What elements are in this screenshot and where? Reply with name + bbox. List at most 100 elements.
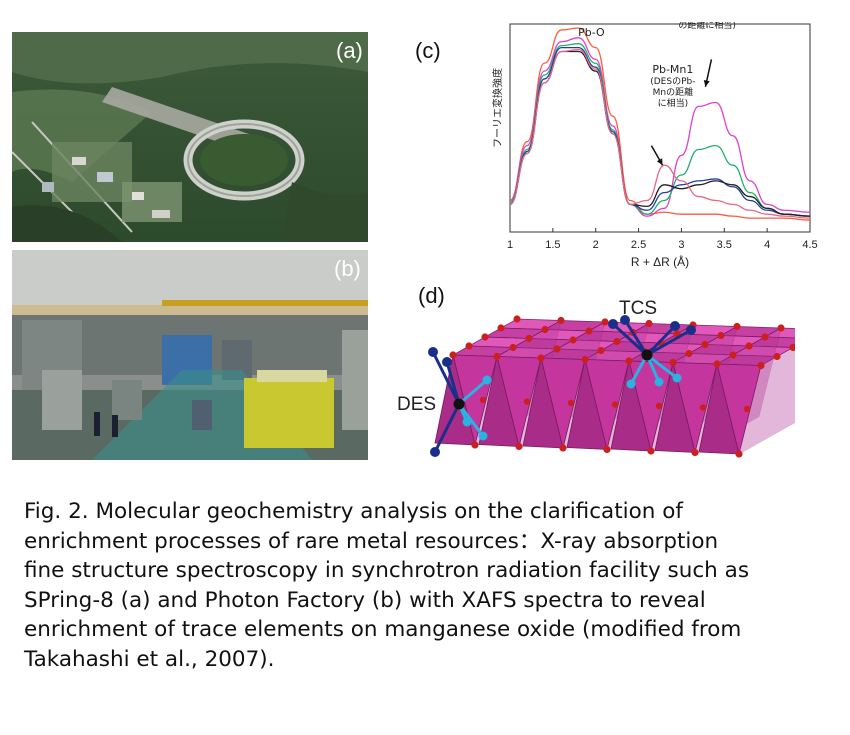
chart-annotations: Pb-OPb-Mn1(DESのPb-Mnの距離に相当)Pb-Mn2(TCSのPb… bbox=[578, 22, 736, 166]
oxygen-atom bbox=[581, 355, 589, 364]
octahedron-face bbox=[610, 360, 652, 452]
des-label: DES bbox=[397, 394, 436, 415]
caption-line: fine structure spectroscopy in synchrotr… bbox=[24, 558, 750, 583]
oxygen-atom bbox=[773, 352, 781, 361]
pb-bond bbox=[623, 319, 649, 356]
surface-oxygen-atom bbox=[672, 373, 682, 383]
pb-atom-tcs bbox=[641, 349, 653, 361]
water-oxygen-atom bbox=[670, 321, 680, 331]
oxygen-atom bbox=[733, 322, 741, 331]
oxygen-atom bbox=[745, 342, 753, 350]
water-oxygen-atom bbox=[428, 347, 438, 357]
pb-bond bbox=[433, 403, 461, 453]
pb-bonds bbox=[428, 315, 696, 457]
oxygen-atom bbox=[553, 345, 561, 353]
oxygen-atom bbox=[757, 361, 765, 370]
panel-label-d: (d) bbox=[418, 283, 445, 308]
oxygen-atom bbox=[597, 346, 605, 355]
caption-line: Takahashi et al., 2007). bbox=[24, 646, 275, 672]
oxygen-atom bbox=[541, 325, 549, 334]
oxygen-atom bbox=[645, 319, 653, 328]
pb-bond bbox=[646, 353, 678, 380]
oxygen-atom bbox=[761, 333, 769, 341]
oxygen-atom bbox=[685, 349, 693, 358]
pb-atom-des bbox=[453, 398, 465, 410]
water-oxygen-atom bbox=[620, 315, 630, 325]
octahedron-face bbox=[522, 357, 564, 449]
oxygen-atom bbox=[613, 337, 621, 346]
oxygen-atom bbox=[603, 445, 611, 454]
oxygen-atom bbox=[647, 447, 655, 455]
caption-line: SPring-8 (a) and Photon Factory (b) with… bbox=[24, 587, 706, 613]
oxygen-atom bbox=[557, 316, 565, 325]
annotation-text: Pb-O bbox=[578, 26, 605, 39]
water-oxygen-atom bbox=[686, 325, 696, 335]
x-tick-label: 2 bbox=[593, 239, 599, 251]
oxygen-atom bbox=[465, 342, 473, 350]
oxygen-atom bbox=[509, 343, 517, 352]
octahedron-face bbox=[738, 346, 795, 455]
oxygen-atom bbox=[691, 448, 699, 457]
oxygen-atom bbox=[625, 357, 633, 365]
surface-oxygen-atom bbox=[626, 379, 636, 389]
pb-bond bbox=[629, 354, 649, 385]
annotation-text: の距離に相当) bbox=[678, 22, 736, 31]
pb-bond bbox=[457, 403, 485, 437]
oxygen-atom bbox=[567, 399, 575, 407]
caption-line: Fig. 2. Molecular geochemistry analysis … bbox=[24, 499, 683, 524]
y-axis-label: フーリエ変換強度 bbox=[492, 68, 504, 148]
octahedron-face bbox=[654, 362, 696, 453]
x-tick-label: 3.5 bbox=[717, 239, 732, 251]
oxygen-atom bbox=[493, 352, 501, 361]
oxygen-atom bbox=[569, 336, 577, 344]
oxygen-atom bbox=[601, 318, 609, 326]
panel-label-a: (a) bbox=[336, 38, 363, 63]
annotation-arrowhead bbox=[656, 158, 663, 166]
series-line bbox=[509, 46, 811, 217]
oxygen-atom bbox=[701, 340, 709, 349]
tcs-label: TCS bbox=[619, 300, 657, 319]
octahedron-face bbox=[698, 363, 740, 455]
annotation-arrowhead bbox=[703, 79, 710, 87]
oxygen-atom bbox=[515, 442, 523, 451]
pb-bond bbox=[458, 378, 488, 406]
pb-bond bbox=[445, 361, 461, 405]
oxygen-atom bbox=[523, 398, 531, 405]
annotation-text: Mnの距離 bbox=[653, 86, 693, 98]
oxygen-atom bbox=[585, 327, 593, 335]
pb-bond bbox=[645, 324, 677, 357]
annotation-text: に相当) bbox=[658, 97, 689, 109]
oxygen-atom bbox=[669, 358, 677, 367]
oxygen-atom bbox=[735, 450, 743, 458]
photo-spring8-aerial bbox=[12, 32, 368, 242]
panel-label-b: (b) bbox=[334, 256, 361, 281]
oxygen-atom bbox=[655, 402, 663, 410]
oxygen-atom bbox=[525, 334, 533, 343]
x-tick-label: 4 bbox=[764, 239, 770, 251]
oxygen-atom bbox=[449, 351, 457, 359]
oxygen-atom bbox=[513, 315, 521, 323]
x-tick-label: 1 bbox=[507, 239, 513, 251]
panel-label-c: (c) bbox=[415, 38, 441, 63]
surface-oxygen-atom bbox=[478, 431, 488, 441]
caption-line: enrichment of trace elements on manganes… bbox=[24, 617, 742, 642]
series-line bbox=[509, 43, 811, 217]
water-oxygen-atom bbox=[608, 319, 618, 329]
oxygen-atom bbox=[497, 324, 505, 332]
oxygen-atom bbox=[729, 351, 737, 359]
series-line bbox=[509, 37, 811, 217]
caption-line: enrichment processes of rare metal resou… bbox=[24, 528, 719, 554]
x-tick-label: 1.5 bbox=[545, 239, 560, 251]
x-tick-label: 3 bbox=[678, 239, 684, 251]
water-oxygen-atom bbox=[430, 447, 440, 457]
oxygen-atom bbox=[717, 331, 725, 340]
pb-bond bbox=[646, 328, 692, 357]
oxygen-atom bbox=[479, 396, 487, 404]
pb-bond bbox=[611, 322, 649, 357]
photo-photon-factory-hall bbox=[12, 250, 368, 460]
series-line bbox=[509, 48, 811, 219]
oxygen-atom bbox=[611, 401, 619, 408]
oxygen-atom bbox=[481, 333, 489, 341]
